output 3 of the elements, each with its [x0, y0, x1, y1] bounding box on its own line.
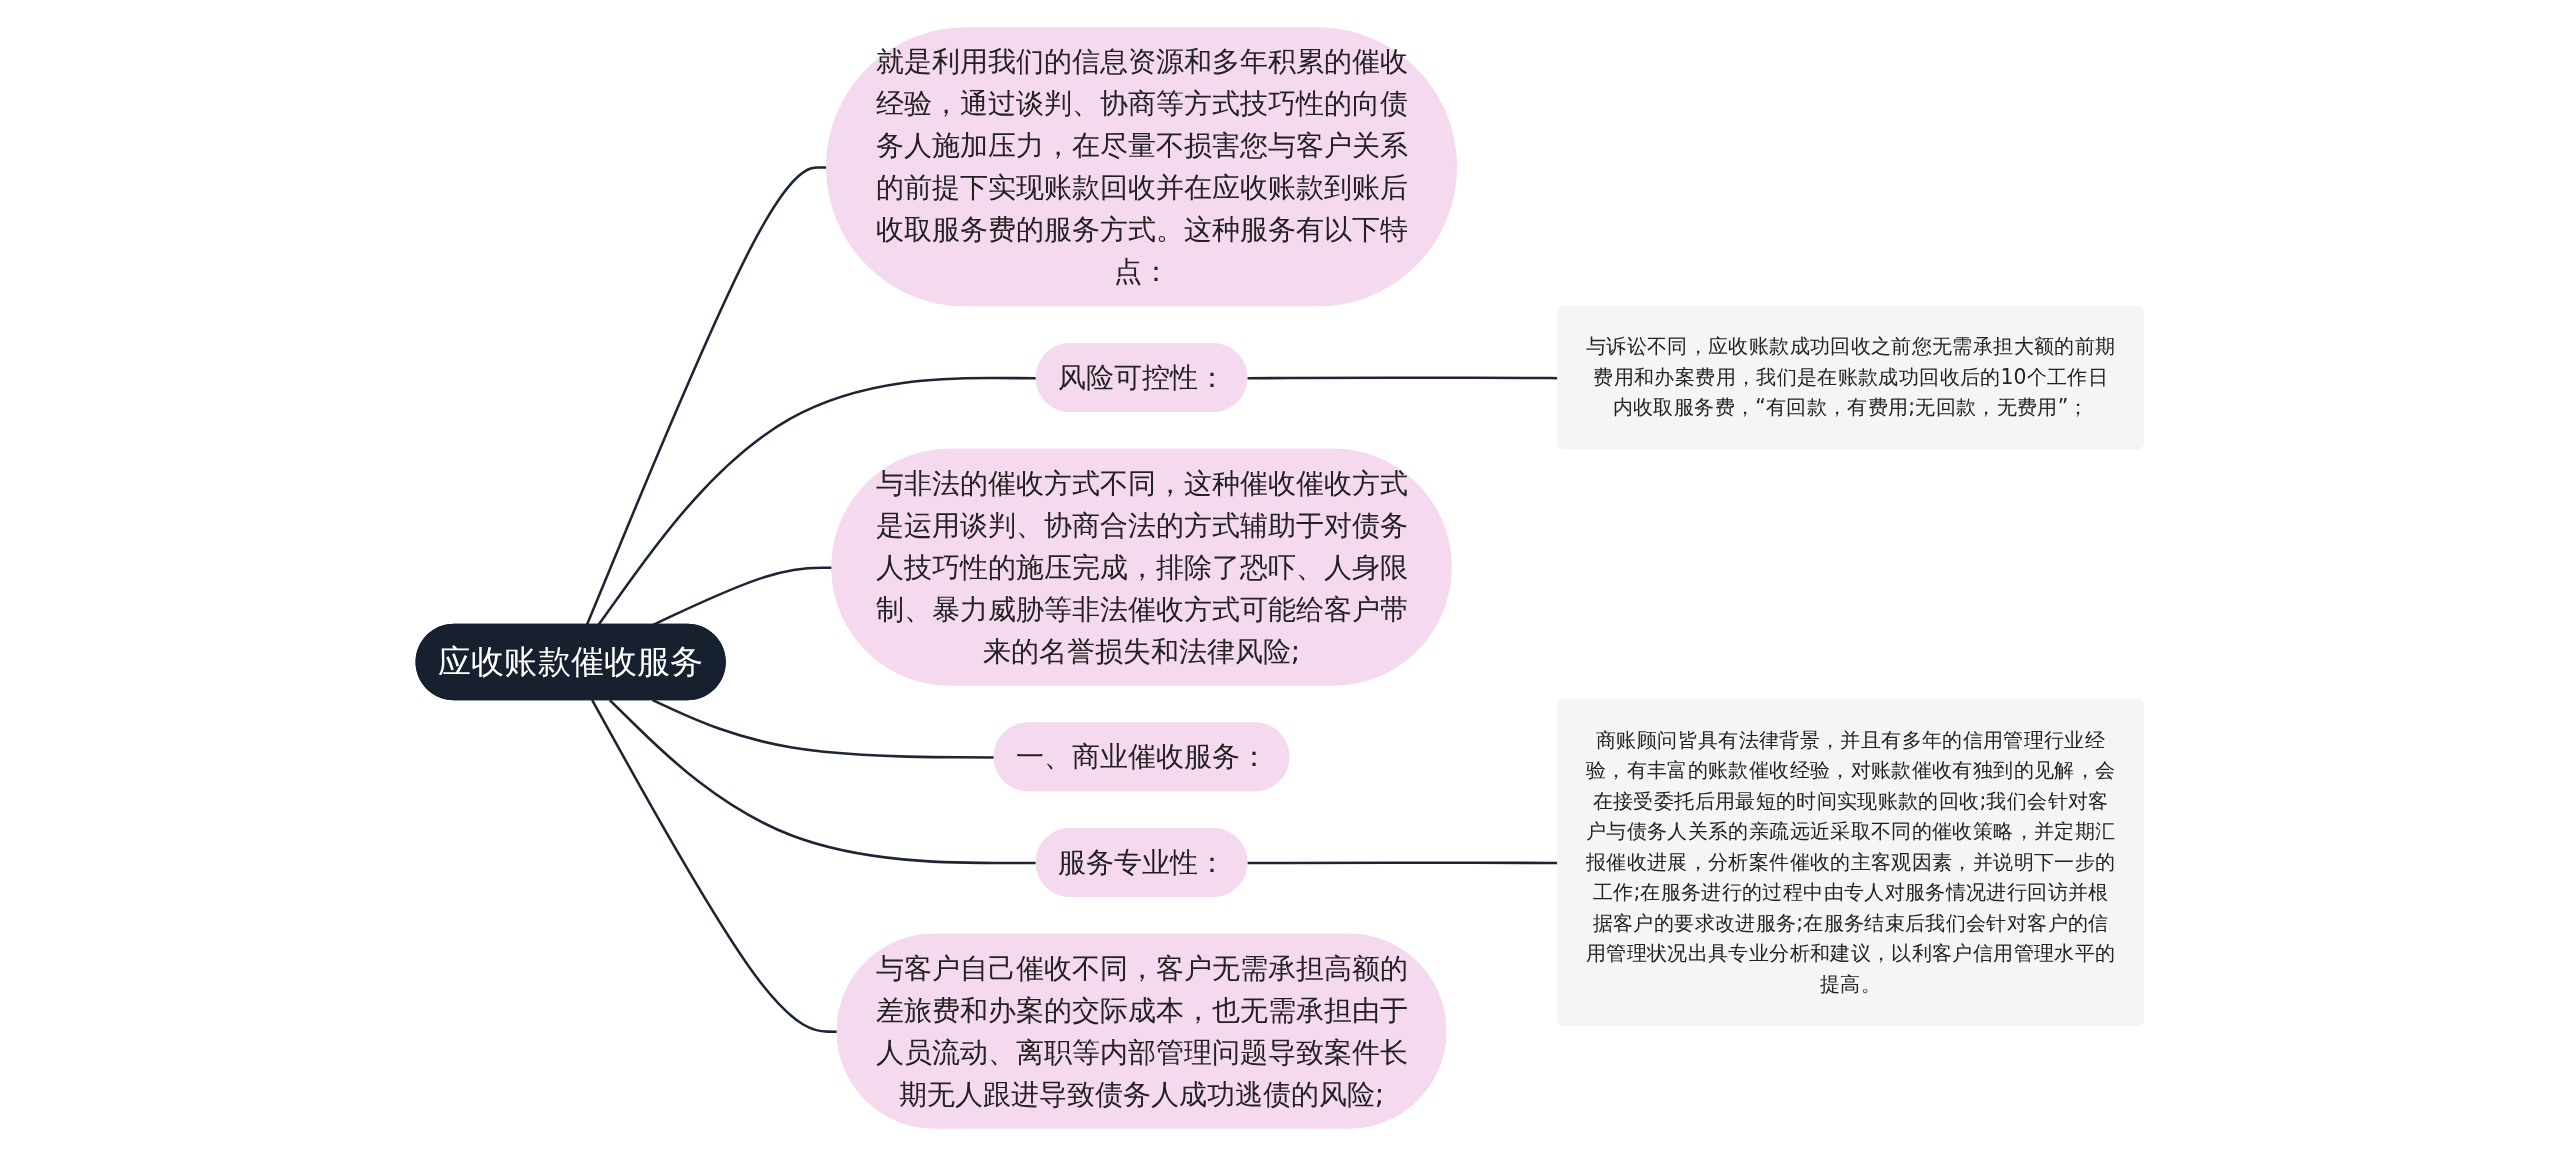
connector — [1247, 861, 1559, 865]
connector — [585, 166, 828, 626]
connector — [1247, 376, 1559, 380]
